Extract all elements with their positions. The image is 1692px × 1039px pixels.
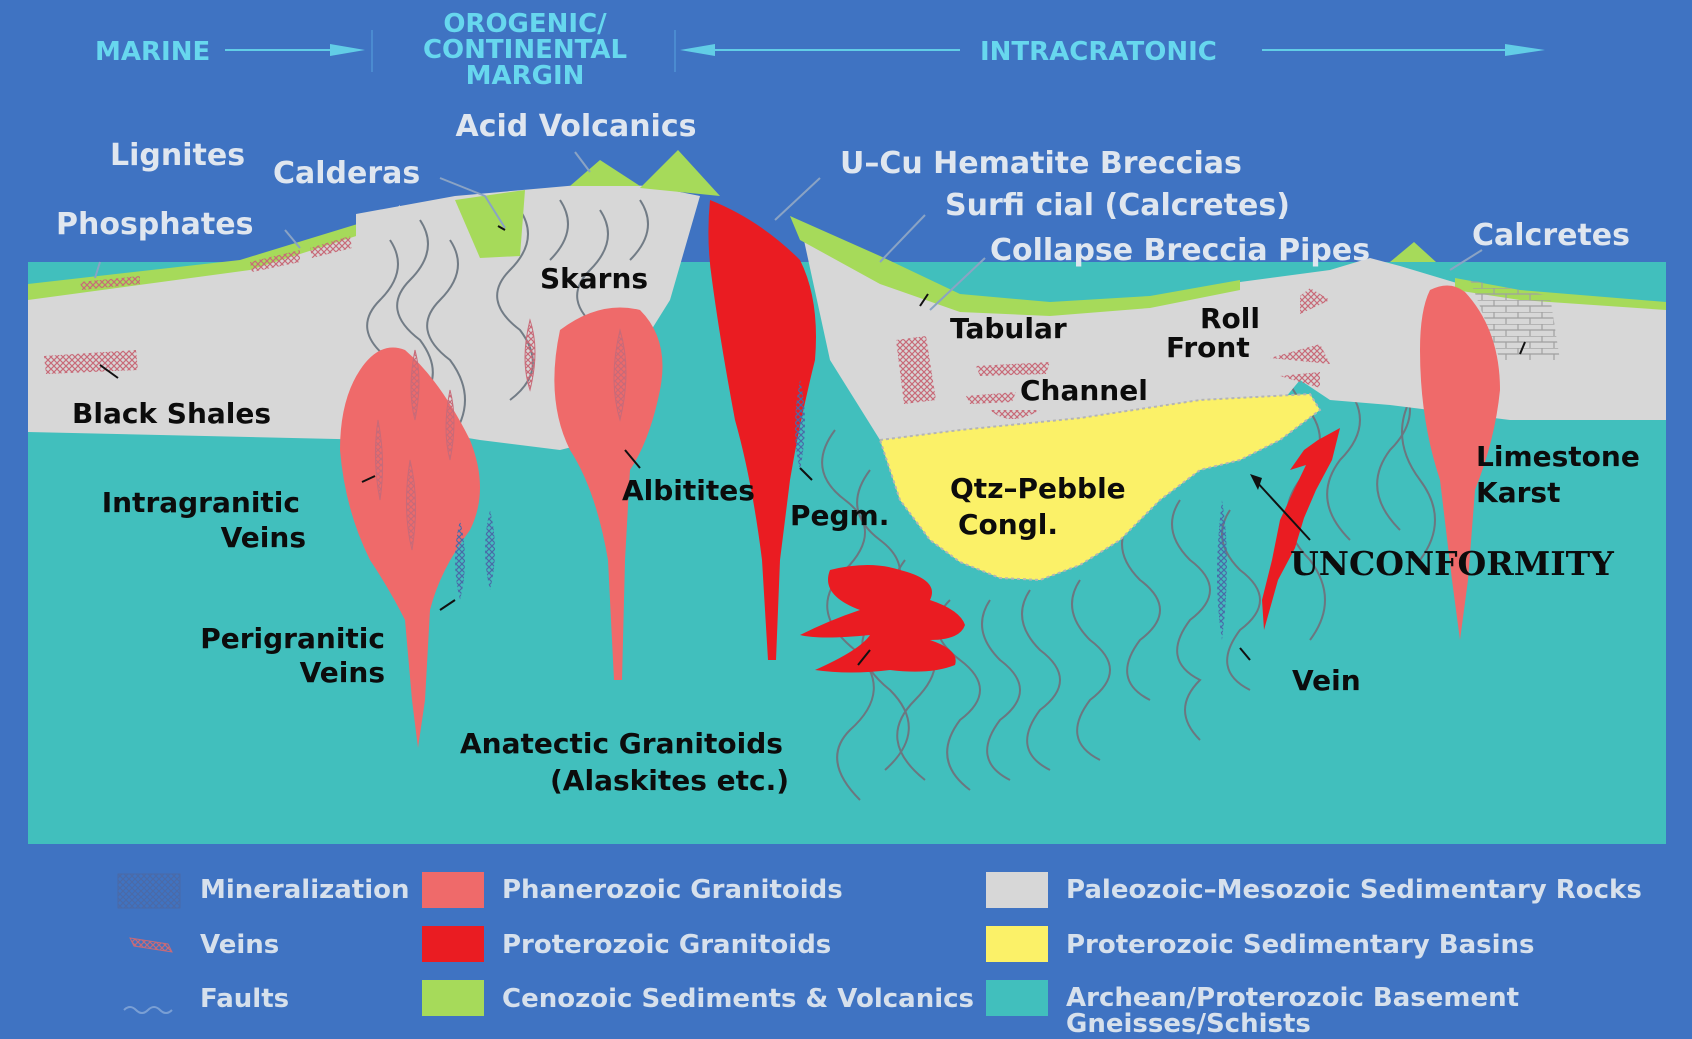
legend-label-proterozoic-granitoids: Proterozoic Granitoids	[502, 930, 831, 960]
legend-swatch-cenozoic	[422, 980, 484, 1016]
calcrete-cone	[1390, 242, 1436, 262]
label-calderas: Calderas	[273, 156, 420, 191]
label-perigranitic: Perigranitic	[200, 622, 385, 655]
legend-label-veins: Veins	[200, 930, 279, 960]
label-anatectic-granitoids: Anatectic Granitoids	[460, 727, 783, 760]
legend-swatch-basement	[986, 980, 1048, 1016]
label-phosphates: Phosphates	[56, 207, 253, 242]
label-perigranitic-veins: Veins	[300, 656, 385, 689]
legend-swatch-proterozoic-granitoids	[422, 926, 484, 962]
label-skarns: Skarns	[540, 262, 648, 295]
label-black-shales: Black Shales	[72, 397, 271, 430]
label-limestone: Limestone	[1476, 440, 1640, 473]
fault-icon	[124, 1007, 172, 1013]
label-channel: Channel	[1020, 374, 1148, 407]
legend-swatch-paleozoic	[986, 872, 1048, 908]
label-intragranitic: Intragranitic	[102, 486, 300, 519]
acid-volcanic-cone-1	[570, 160, 640, 186]
label-karst: Karst	[1476, 476, 1560, 509]
mineralization-icon	[118, 874, 180, 908]
label-albitites: Albitites	[622, 474, 755, 507]
legend: Mineralization Veins Faults Phanerozoic …	[118, 872, 1642, 1039]
legend-label-phanerozoic: Phanerozoic Granitoids	[502, 875, 843, 905]
legend-label-proterozoic-basins: Proterozoic Sedimentary Basins	[1066, 930, 1535, 960]
legend-swatch-proterozoic-basins	[986, 926, 1048, 962]
label-collapse-breccia-pipes: Collapse Breccia Pipes	[990, 233, 1370, 268]
label-qtz-pebble: Qtz–Pebble	[950, 472, 1126, 505]
legend-label-mineralization: Mineralization	[200, 875, 410, 905]
legend-swatch-phanerozoic	[422, 872, 484, 908]
label-surficial-calcretes: Surfi cial (Calcretes)	[945, 188, 1290, 223]
label-calcretes: Calcretes	[1472, 218, 1630, 253]
legend-label-faults: Faults	[200, 984, 289, 1014]
vein-icon	[130, 938, 172, 952]
label-acid-volcanics: Acid Volcanics	[456, 109, 697, 144]
legend-label-cenozoic: Cenozoic Sediments & Volcanics	[502, 984, 974, 1014]
legend-label-paleozoic: Paleozoic–Mesozoic Sedimentary Rocks	[1066, 875, 1642, 905]
header-intracratonic: INTRACRATONIC	[980, 37, 1217, 67]
label-alaskites: (Alaskites etc.)	[550, 764, 789, 797]
label-tabular: Tabular	[950, 312, 1067, 345]
legend-label-gneisses: Gneisses/Schists	[1066, 1009, 1311, 1039]
label-lignites: Lignites	[110, 138, 245, 173]
label-unconformity: UNCONFORMITY	[1290, 544, 1614, 583]
header-marine: MARINE	[95, 37, 210, 67]
label-u-cu-breccias: U–Cu Hematite Breccias	[840, 146, 1242, 181]
label-congl: Congl.	[958, 508, 1058, 541]
label-vein: Vein	[1292, 664, 1361, 697]
acid-volcanic-cone-2	[640, 150, 720, 196]
header-orogenic-3: MARGIN	[466, 61, 585, 91]
label-intragranitic-veins: Veins	[221, 521, 306, 554]
label-pegm: Pegm.	[790, 499, 889, 532]
label-front: Front	[1166, 331, 1250, 364]
